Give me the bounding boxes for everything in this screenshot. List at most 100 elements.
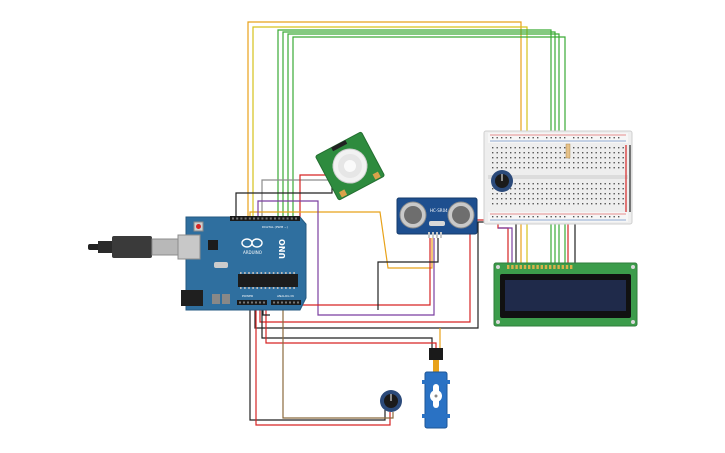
chip-pin [293, 272, 295, 274]
breadboard-hole [532, 188, 534, 190]
rail-hole [510, 137, 512, 139]
breadboard-hole [622, 147, 624, 149]
breadboard-hole [577, 183, 579, 185]
breadboard-hole [595, 193, 597, 195]
crystal-oscillator [214, 262, 228, 268]
breadboard-hole [528, 157, 530, 159]
chip-pin [268, 272, 271, 274]
breadboard [483, 130, 633, 225]
breadboard-hole [492, 162, 494, 164]
usb-plug-body [112, 236, 152, 258]
breadboard-hole [609, 147, 611, 149]
power-analog-pin [251, 301, 253, 304]
breadboard-hole [514, 188, 516, 190]
breadboard-hole [501, 193, 503, 195]
breadboard-hole [622, 183, 624, 185]
breadboard-hole [559, 167, 561, 169]
us-pins [428, 232, 442, 238]
breadboard-hole [555, 162, 557, 164]
chip-pin [285, 287, 287, 289]
rail-hole [537, 137, 539, 139]
breadboard-hole [582, 193, 584, 195]
breadboard-hole [541, 157, 543, 159]
breadboard-hole [613, 167, 615, 169]
small-chip [208, 240, 218, 250]
chip-pin [248, 272, 250, 274]
breadboard-hole [618, 152, 620, 154]
breadboard-hole [600, 162, 602, 164]
breadboard-hole [604, 183, 606, 185]
breadboard-hole [505, 193, 507, 195]
wire-black-pir [235, 186, 333, 218]
breadboard-hole [609, 193, 611, 195]
us-pin [436, 232, 438, 238]
rail-hole [573, 216, 575, 218]
breadboard-hole [559, 193, 561, 195]
breadboard-hole [622, 193, 624, 195]
breadboard-hole [582, 188, 584, 190]
lcd-pin [544, 265, 548, 269]
breadboard-hole [523, 147, 525, 149]
breadboard-hole [532, 147, 534, 149]
rail-hole [496, 137, 498, 139]
breadboard-hole [541, 162, 543, 164]
breadboard-hole [609, 183, 611, 185]
power-analog-pin [281, 301, 283, 304]
digital-pin [257, 217, 260, 220]
breadboard-hole [568, 193, 570, 195]
rail-hole [604, 216, 606, 218]
breadboard-hole [577, 203, 579, 205]
power-analog-pin [239, 301, 241, 304]
breadboard-hole [564, 162, 566, 164]
chip-pin [276, 287, 279, 289]
breadboard-hole [609, 203, 611, 205]
us-transducer-right-mesh [452, 206, 470, 224]
servo-tab-top [422, 380, 450, 384]
breadboard-hole [559, 147, 561, 149]
usb-cable-tip [88, 244, 100, 250]
arduino-logo-text: ARDUINO [243, 250, 262, 255]
rail-hole [555, 137, 557, 139]
breadboard-hole [564, 183, 566, 185]
lcd-pin [540, 265, 543, 269]
breadboard-hole [528, 198, 530, 200]
breadboard-hole [600, 147, 602, 149]
rail-hole [550, 216, 552, 218]
rail-hole [600, 216, 602, 218]
breadboard-hole [568, 183, 570, 185]
breadboard-hole [555, 203, 557, 205]
breadboard-hole [510, 147, 512, 149]
breadboard-hole [600, 183, 602, 185]
breadboard-hole [528, 152, 530, 154]
power-analog-pin [255, 301, 257, 304]
lcd-hole-bl [496, 320, 500, 324]
breadboard-hole [568, 167, 570, 169]
rail-hole [510, 216, 512, 218]
breadboard-hole [586, 198, 588, 200]
breadboard-hole [568, 203, 570, 205]
chip-pins [240, 272, 295, 289]
breadboard-hole [591, 203, 593, 205]
breadboard-hole [582, 198, 584, 200]
chip-pin [264, 272, 267, 274]
breadboard-hole [541, 152, 543, 154]
breadboard-hole [528, 193, 530, 195]
breadboard-hole [618, 167, 620, 169]
arduino-usb-port [177, 234, 201, 260]
breadboard-hole [609, 198, 611, 200]
breadboard-hole [573, 147, 575, 149]
breadboard-hole [546, 162, 548, 164]
breadboard-hole [604, 157, 606, 159]
breadboard-hole [613, 157, 615, 159]
breadboard-hole [618, 162, 620, 164]
breadboard-hole [537, 183, 539, 185]
breadboard-hole [523, 203, 525, 205]
breadboard-hole [555, 188, 557, 190]
breadboard-hole [564, 198, 566, 200]
rail-hole [492, 137, 494, 139]
breadboard-hole [523, 198, 525, 200]
chip-pin [285, 272, 287, 274]
rail-hole [613, 216, 615, 218]
breadboard-hole [537, 188, 539, 190]
breadboard-hole [586, 193, 588, 195]
